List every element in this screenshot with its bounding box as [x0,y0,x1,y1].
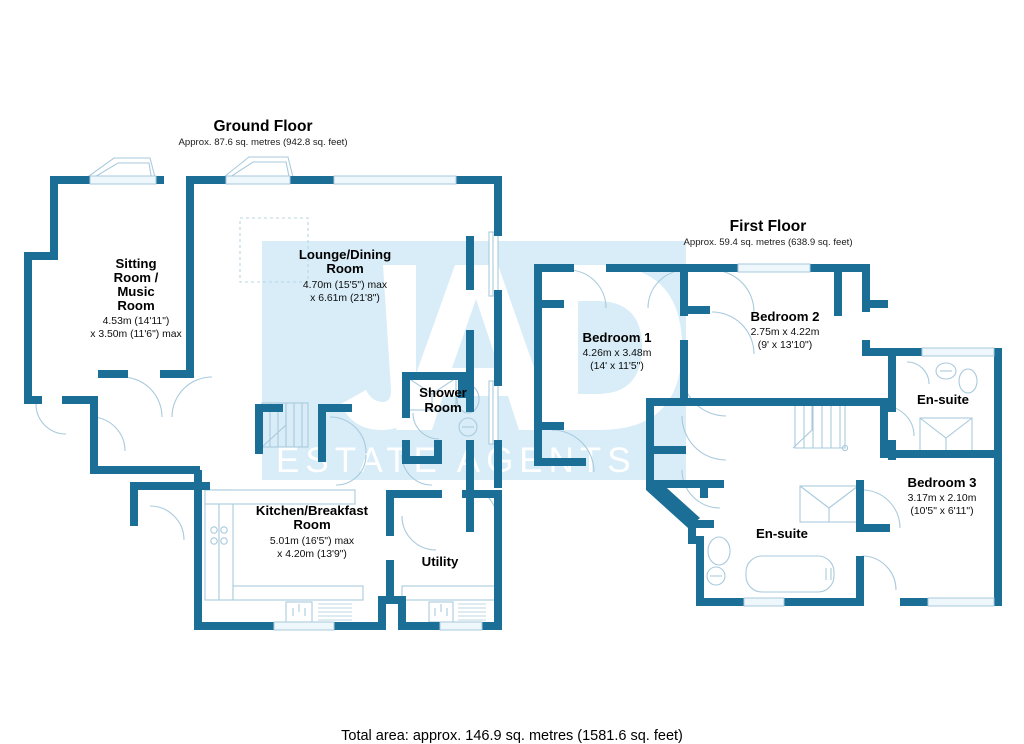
label-en-suite-lower: En-suite [756,526,808,541]
label-utility: Utility [422,554,459,569]
lounge-room-dim-line-1: 4.70m (15'5") max [303,280,388,291]
kitchen-room-dim-line-2: x 4.20m (13'9") [277,549,347,560]
first-floor-fixtures [551,269,978,593]
en-suite-lower-name: En-suite [756,526,808,541]
lounge-room-name-line-2: Room [326,261,363,276]
bedroom-2-dim-line-2: (9' x 13'10") [758,340,812,351]
label-sitting-music-room: Sitting Room / Music Room 4.53m (14'11")… [90,256,182,340]
utility-room-name: Utility [422,554,459,569]
label-bedroom-2: Bedroom 2 2.75m x 4.22m (9' x 13'10") [751,309,820,351]
sitting-room-name-line-1: Sitting [115,256,156,271]
lounge-room-name-line-1: Lounge/Dining [299,247,391,262]
ground-floor-fixtures [35,156,499,623]
bedroom-2-name: Bedroom 2 [751,309,820,324]
bedroom-3-dim-line-1: 3.17m x 2.10m [908,493,977,504]
bedroom-3-dim-line-2: (10'5" x 6'11") [910,506,973,517]
total-area-text: Total area: approx. 146.9 sq. metres (15… [341,728,683,744]
bedroom-1-name: Bedroom 1 [583,330,652,345]
first-floor-area: Approx. 59.4 sq. metres (638.9 sq. feet) [683,237,852,248]
label-kitchen-breakfast-room: Kitchen/Breakfast Room 5.01m (16'5") max… [256,503,369,560]
label-shower-room: Shower Room [419,385,467,415]
sitting-room-name-line-4: Room [117,298,154,313]
bedroom-3-name: Bedroom 3 [908,475,977,490]
label-en-suite-upper: En-suite [917,392,969,407]
bedroom-2-dim-line-1: 2.75m x 4.22m [751,327,820,338]
label-bedroom-1: Bedroom 1 4.26m x 3.48m (14' x 11'5") [583,330,652,372]
kitchen-room-dim-line-1: 5.01m (16'5") max [270,536,355,547]
bedroom-1-dim-line-1: 4.26m x 3.48m [583,348,652,359]
kitchen-room-name-line-2: Room [293,517,330,532]
sitting-room-name-line-2: Room / [114,270,159,285]
en-suite-upper-name: En-suite [917,392,969,407]
shower-room-name-line-1: Shower [419,385,467,400]
kitchen-room-name-line-1: Kitchen/Breakfast [256,503,369,518]
sitting-room-name-line-3: Music [117,284,154,299]
first-floor-title: First Floor [730,218,807,235]
lounge-room-dim-line-2: x 6.61m (21'8") [310,293,380,304]
sitting-room-dim-line-1: 4.53m (14'11") [103,316,170,327]
room-labels: Sitting Room / Music Room 4.53m (14'11")… [90,247,976,569]
ground-floor-title: Ground Floor [213,118,312,135]
bedroom-1-dim-line-2: (14' x 11'5") [590,361,644,372]
first-floor-windows [737,263,995,607]
ground-floor-windows [89,175,483,631]
ground-floor-area: Approx. 87.6 sq. metres (942.8 sq. feet) [178,137,347,148]
ground-floor-walls [24,176,502,630]
sitting-room-dim-line-2: x 3.50m (11'6") max [90,329,182,340]
shower-room-name-line-2: Room [424,400,461,415]
label-bedroom-3: Bedroom 3 3.17m x 2.10m (10'5" x 6'11") [908,475,977,517]
label-lounge-dining-room: Lounge/Dining Room 4.70m (15'5") max x 6… [299,247,391,304]
